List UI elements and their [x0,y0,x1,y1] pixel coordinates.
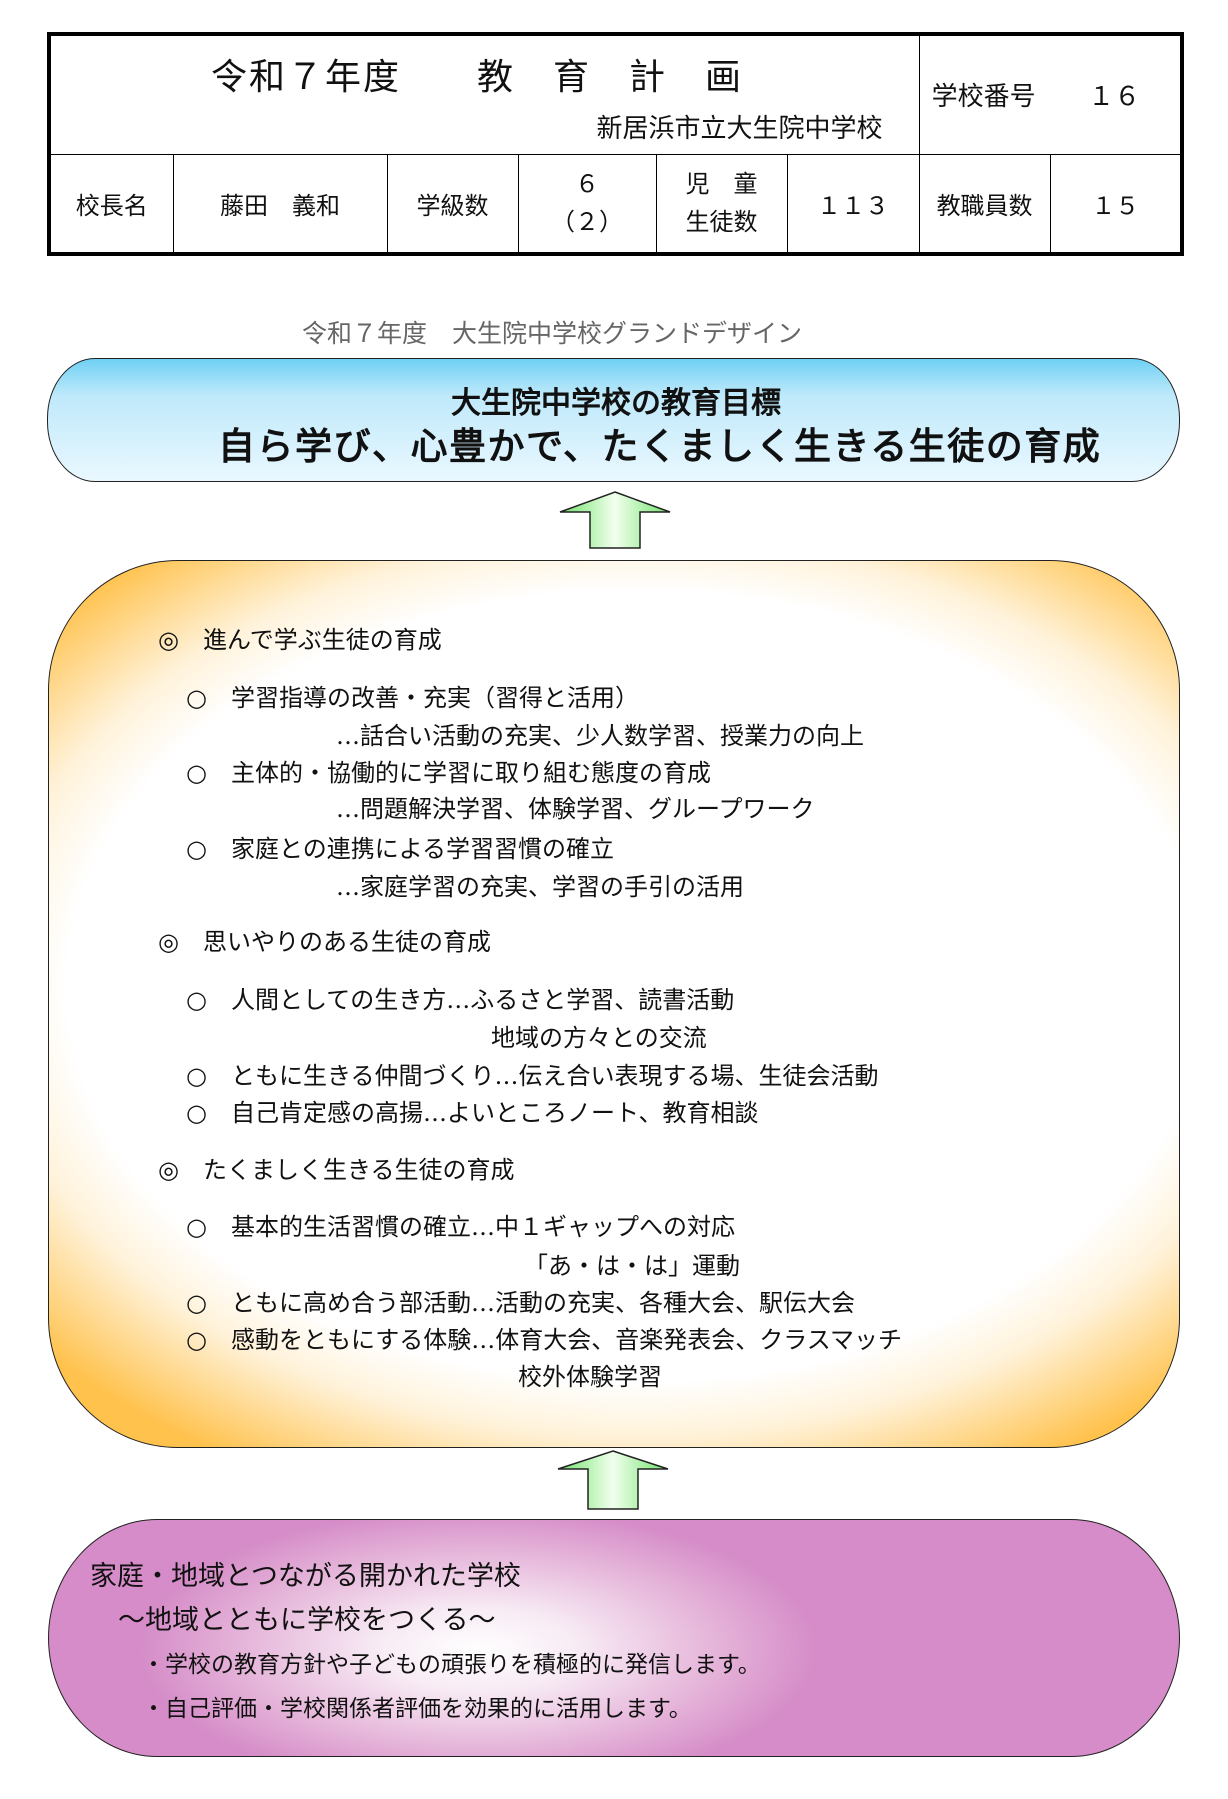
class-count: ６ [575,170,599,199]
goal-heading: 大生院中学校の教育目標 [451,386,781,421]
section-heading-text: 思いやりのある生徒の育成 [202,928,491,956]
list-item-detail: 校外体験学習 [518,1363,662,1391]
circle-icon: ○ [186,1213,207,1241]
list-item-detail: …話合い活動の充実、少人数学習、授業力の向上 [336,722,864,750]
plan-box [48,560,1180,1448]
section-heading: ◎ たくましく生きる生徒の育成 [158,1156,514,1184]
community-box [48,1519,1180,1757]
circle-icon: ○ [186,684,207,712]
class-count-sub: （２） [551,208,623,237]
school-number-cell: 学校番号 １６ [918,33,1183,155]
up-arrow-icon [559,491,671,549]
student-count-label-line2: 生徒数 [685,208,758,237]
community-bullet: ・学校の教育方針や子どもの頑張りを積極的に発信します。 [142,1652,761,1678]
list-item: ○ 学習指導の改善・充実（習得と活用） [186,684,639,712]
circle-icon: ○ [186,1099,207,1127]
community-heading: 家庭・地域とつながる開かれた学校 [90,1561,521,1592]
class-count-label: 学級数 [386,153,519,255]
double-circle-icon: ◎ [158,1156,179,1184]
circle-icon: ○ [186,1062,207,1090]
education-goal-box [47,358,1180,482]
list-item-text: 学習指導の改善・充実（習得と活用） [230,684,639,712]
section-heading-text: 進んで学ぶ生徒の育成 [202,626,442,654]
student-count: １１３ [786,153,920,255]
list-item-text: 基本的生活習慣の確立…中１ギャップへの対応 [230,1213,735,1241]
student-count-label-line1: 児 童 [685,170,758,199]
list-item-text: 主体的・協働的に学習に取り組む態度の育成 [230,759,711,787]
list-item: ○ 家庭との連携による学習習慣の確立 [186,835,614,863]
community-slogan: ～地域とともに学校をつくる～ [118,1605,496,1636]
list-item-text: ともに生きる仲間づくり…伝え合い表現する場、生徒会活動 [230,1062,879,1090]
list-item: ○ 自己肯定感の高揚…よいところノート、教育相談 [186,1099,758,1127]
staff-count: １５ [1049,153,1183,255]
section-heading: ◎ 進んで学ぶ生徒の育成 [158,626,442,654]
list-item: ○ 人間としての生き方…ふるさと学習、読書活動 [186,986,734,1014]
class-count-cell: ６ （２） [517,153,657,255]
list-item: ○ 感動をともにする体験…体育大会、音楽発表会、クラスマッチ [186,1326,902,1354]
staff-count-label: 教職員数 [918,153,1051,255]
list-item: ○ ともに高め合う部活動…活動の充実、各種大会、駅伝大会 [186,1289,855,1317]
list-item-text: ともに高め合う部活動…活動の充実、各種大会、駅伝大会 [230,1289,855,1317]
principal-name: 藤田 義和 [172,153,388,255]
document-title: 令和７年度 教 育 計 画 [211,57,744,98]
section-heading-text: たくましく生きる生徒の育成 [202,1156,515,1184]
list-item-text: 家庭との連携による学習習慣の確立 [230,835,614,863]
school-number: １６ [1088,82,1141,113]
header-table: 令和７年度 教 育 計 画 新居浜市立大生院中学校 学校番号 １６ 校長名 藤田… [47,32,1185,256]
double-circle-icon: ◎ [158,928,179,956]
list-item-text: 感動をともにする体験…体育大会、音楽発表会、クラスマッチ [230,1326,902,1354]
list-item: ○ 基本的生活習慣の確立…中１ギャップへの対応 [186,1213,735,1241]
double-circle-icon: ◎ [158,626,179,654]
list-item-detail: 「あ・は・は」運動 [524,1252,740,1280]
title-cell: 令和７年度 教 育 計 画 新居浜市立大生院中学校 [48,33,920,155]
list-item: ○ ともに生きる仲間づくり…伝え合い表現する場、生徒会活動 [186,1062,878,1090]
list-item-detail: …家庭学習の充実、学習の手引の活用 [336,873,744,901]
circle-icon: ○ [186,1289,207,1317]
circle-icon: ○ [186,1326,207,1354]
grand-design-subtitle: 令和７年度 大生院中学校グランドデザイン [302,319,803,348]
circle-icon: ○ [186,986,207,1014]
school-number-label: 学校番号 [931,82,1036,113]
list-item-detail: …問題解決学習、体験学習、グループワーク [336,795,815,823]
student-count-label: 児 童 生徒数 [655,153,788,255]
up-arrow-icon [557,1450,669,1510]
goal-text: 自ら学び、心豊かで、たくましく生きる生徒の育成 [218,425,1102,468]
principal-label: 校長名 [48,153,174,255]
circle-icon: ○ [186,759,207,787]
list-item: ○ 主体的・協働的に学習に取り組む態度の育成 [186,759,711,787]
list-item-text: 自己肯定感の高揚…よいところノート、教育相談 [230,1099,759,1127]
school-name: 新居浜市立大生院中学校 [596,114,883,144]
list-item-text: 人間としての生き方…ふるさと学習、読書活動 [230,986,735,1014]
community-bullet: ・自己評価・学校関係者評価を効果的に活用します。 [142,1696,692,1722]
list-item-detail: 地域の方々との交流 [491,1024,707,1052]
section-heading: ◎ 思いやりのある生徒の育成 [158,928,491,956]
circle-icon: ○ [186,835,207,863]
